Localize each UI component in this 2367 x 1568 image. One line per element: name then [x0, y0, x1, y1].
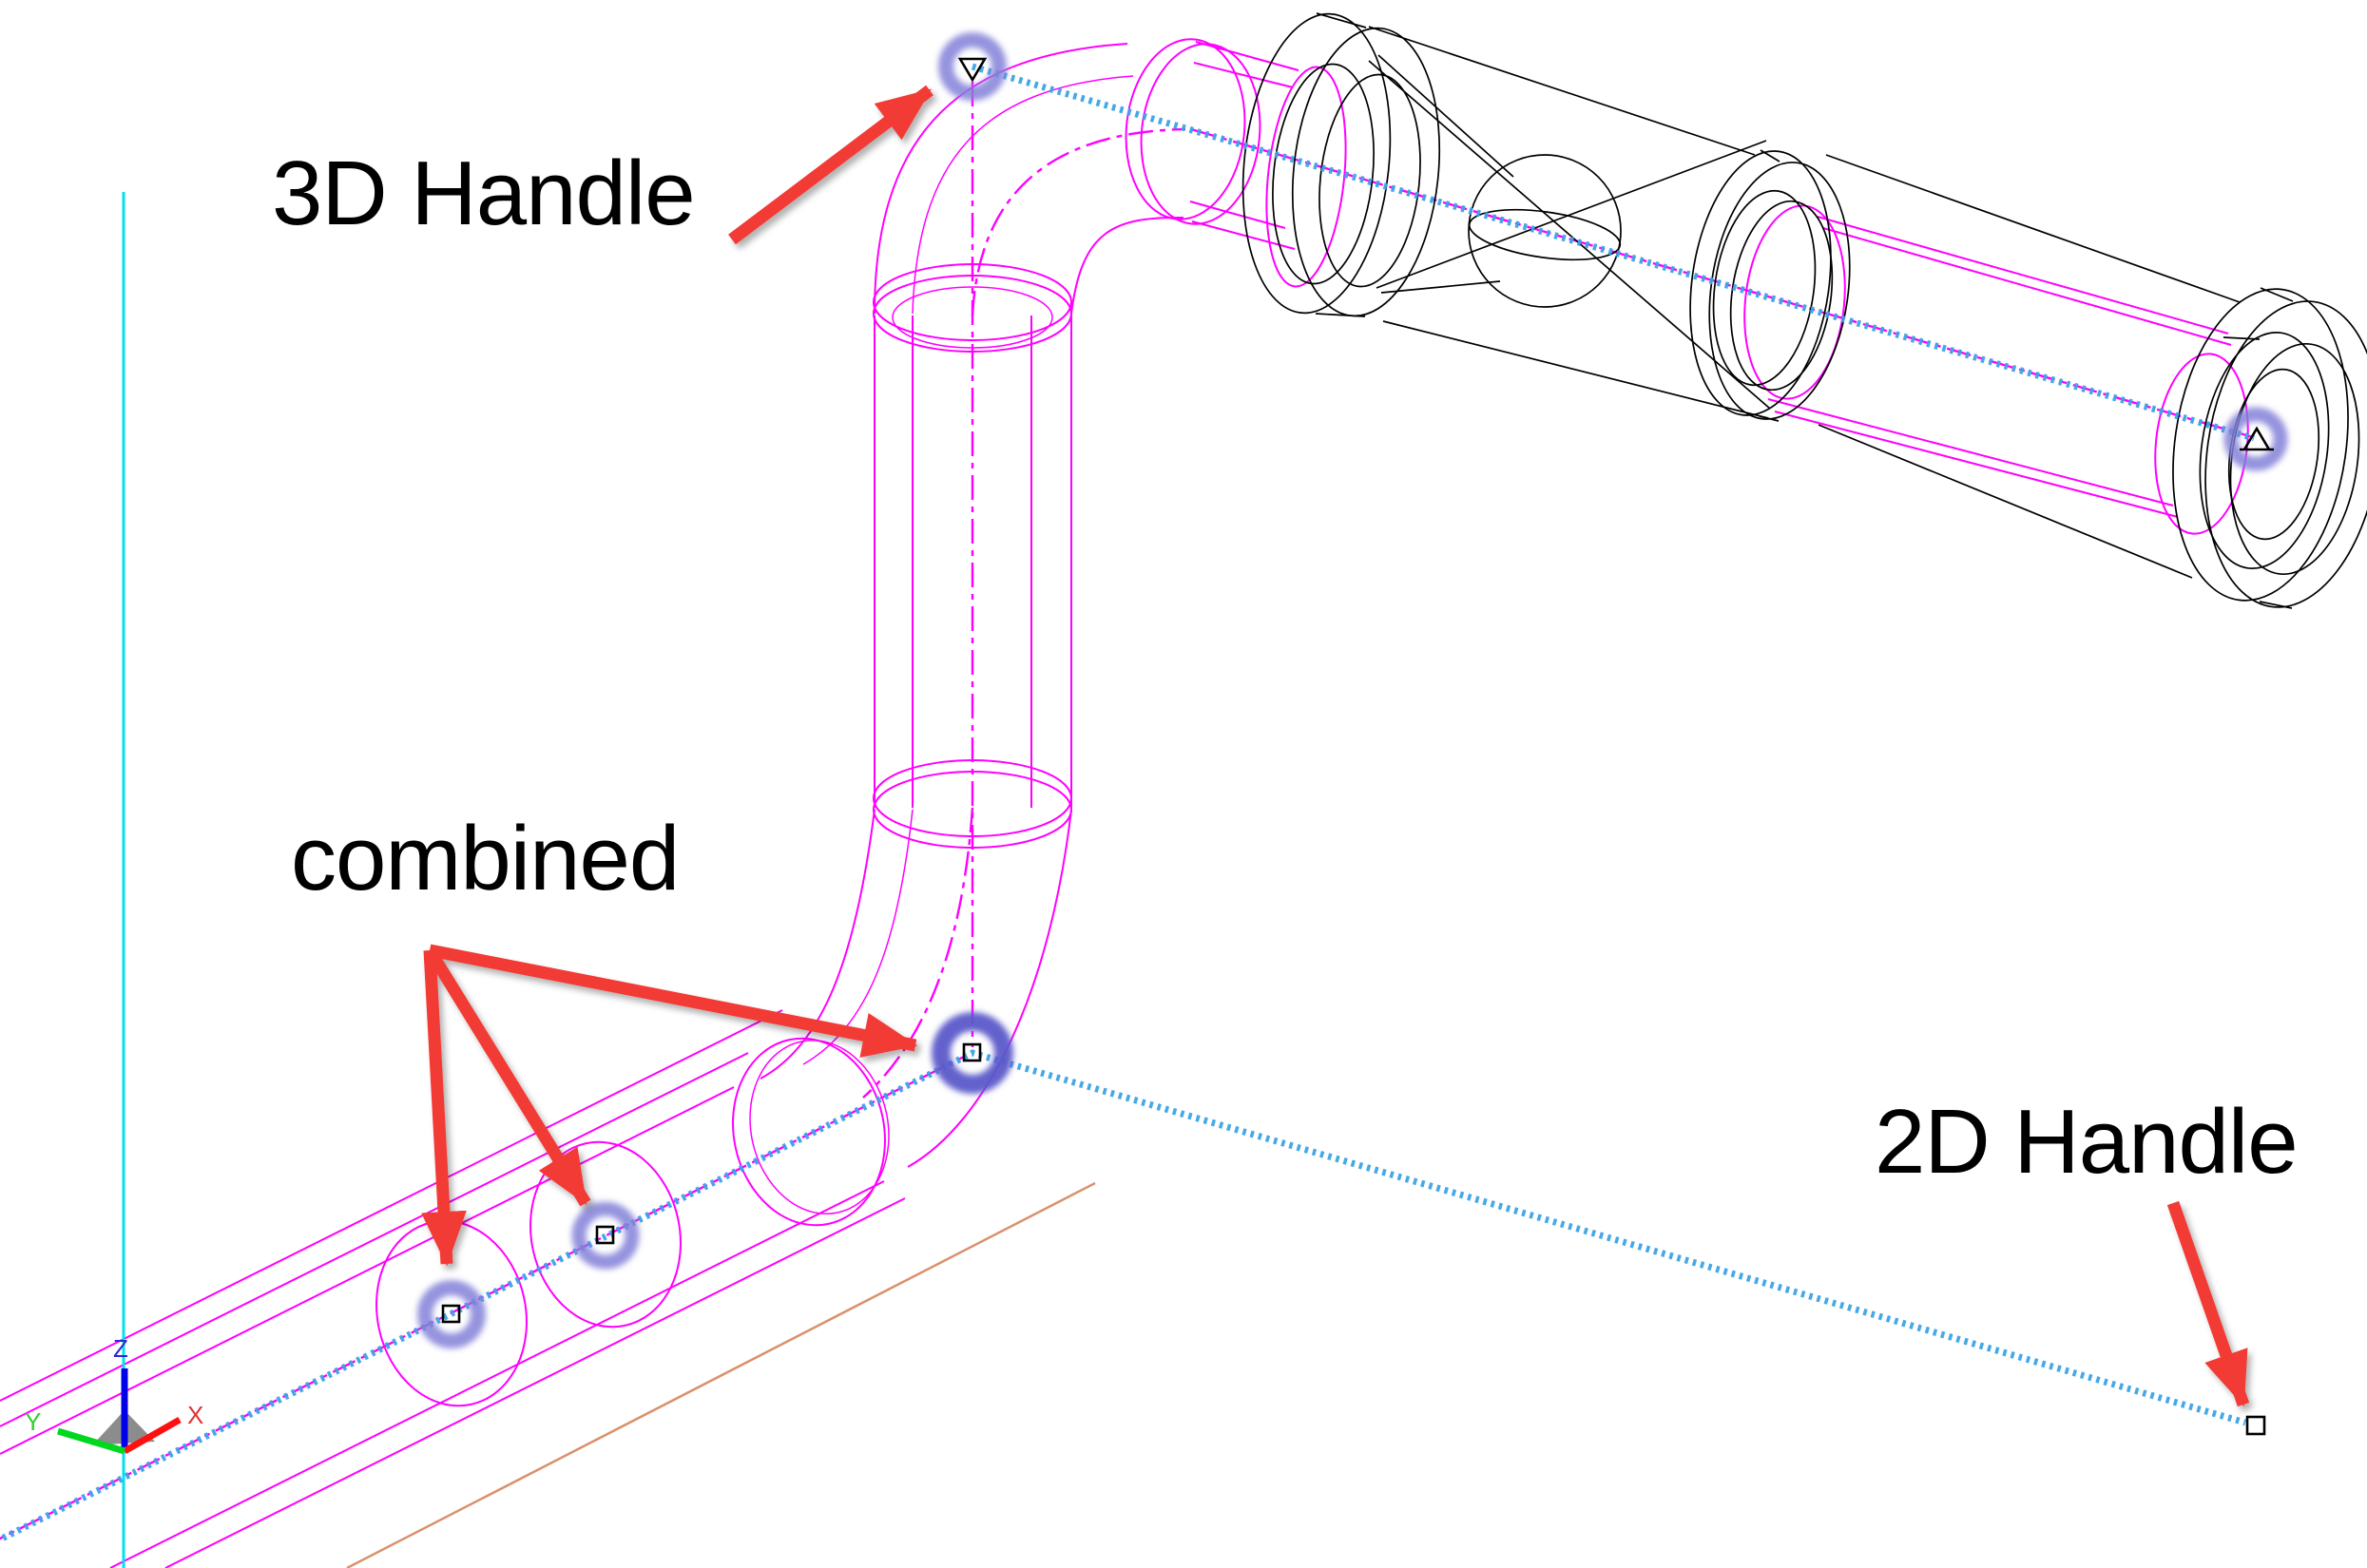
annotation-label-3d-handle: 3D Handle: [272, 143, 696, 244]
arrow-combined-3: [428, 944, 918, 1058]
grip-ring-3d-top[interactable]: [938, 32, 1007, 101]
route-centerline-blue: [0, 63, 2255, 1543]
arrow-combined-1: [421, 949, 467, 1267]
weld-joint-circle: [732, 1037, 886, 1227]
grip-ring-3d-end[interactable]: [2223, 407, 2288, 471]
arrow-2d-handle: [2166, 1200, 2250, 1407]
grip-rings: [417, 32, 2288, 1348]
arrow-combined-2: [424, 947, 591, 1207]
grip-square-icon[interactable]: [441, 1304, 461, 1324]
annotation-label-2d-handle: 2D Handle: [1875, 1091, 2299, 1193]
pipe-wireframe-magenta: [0, 38, 2249, 1568]
x-axis: [123, 1416, 182, 1455]
weld-joint-circle: [529, 1140, 682, 1329]
grip-square-icon[interactable]: [595, 1225, 615, 1245]
x-axis-label: X: [187, 1401, 203, 1429]
grip-square-icon[interactable]: [962, 1042, 982, 1062]
grip-ring-combined-corner[interactable]: [932, 1012, 1013, 1094]
grip-ring-combined-mid[interactable]: [571, 1201, 640, 1270]
arrow-3d-handle: [728, 85, 933, 245]
grip-square-2d-icon[interactable]: [2245, 1415, 2266, 1436]
y-axis-label: Y: [25, 1407, 41, 1436]
annotation-arrows: [421, 85, 2250, 1407]
valve-body-sphere: [1468, 154, 1622, 308]
ucs-axis-icon: Z X Y: [25, 1334, 203, 1455]
reference-line-orange: [346, 1181, 1096, 1568]
grip-ring-combined-left[interactable]: [417, 1280, 486, 1348]
z-axis-label: Z: [113, 1334, 128, 1363]
annotation-label-combined: combined: [291, 808, 680, 909]
grip-triangle-down-icon[interactable]: [957, 57, 988, 83]
grip-triangle-up-icon[interactable]: [2240, 426, 2274, 451]
valve-flange-wireframe: [1241, 12, 2367, 609]
grip-glyphs: [441, 57, 2274, 1436]
y-axis: [56, 1427, 126, 1455]
